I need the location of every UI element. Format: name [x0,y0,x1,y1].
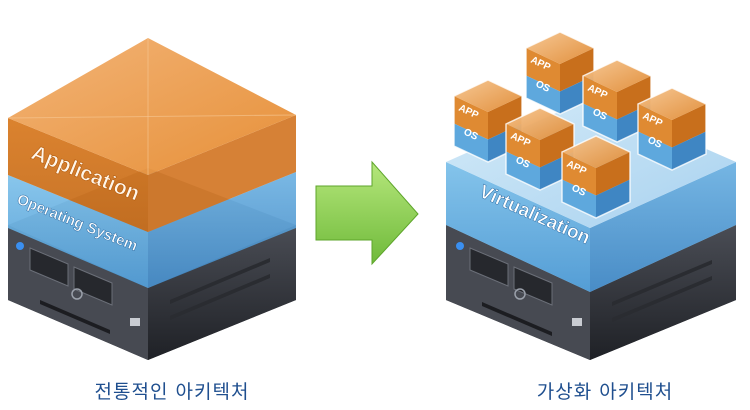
server-icon [446,225,736,360]
os-layer [8,172,296,288]
virtualization-architecture-caption: 가상화 아키텍처 [536,381,674,403]
traditional-stack: Application Operating System [7,38,297,360]
traditional-architecture-caption: 전통적인 아키텍처 [94,381,250,403]
application-layer [7,38,297,232]
right-arrow-icon [315,160,419,266]
